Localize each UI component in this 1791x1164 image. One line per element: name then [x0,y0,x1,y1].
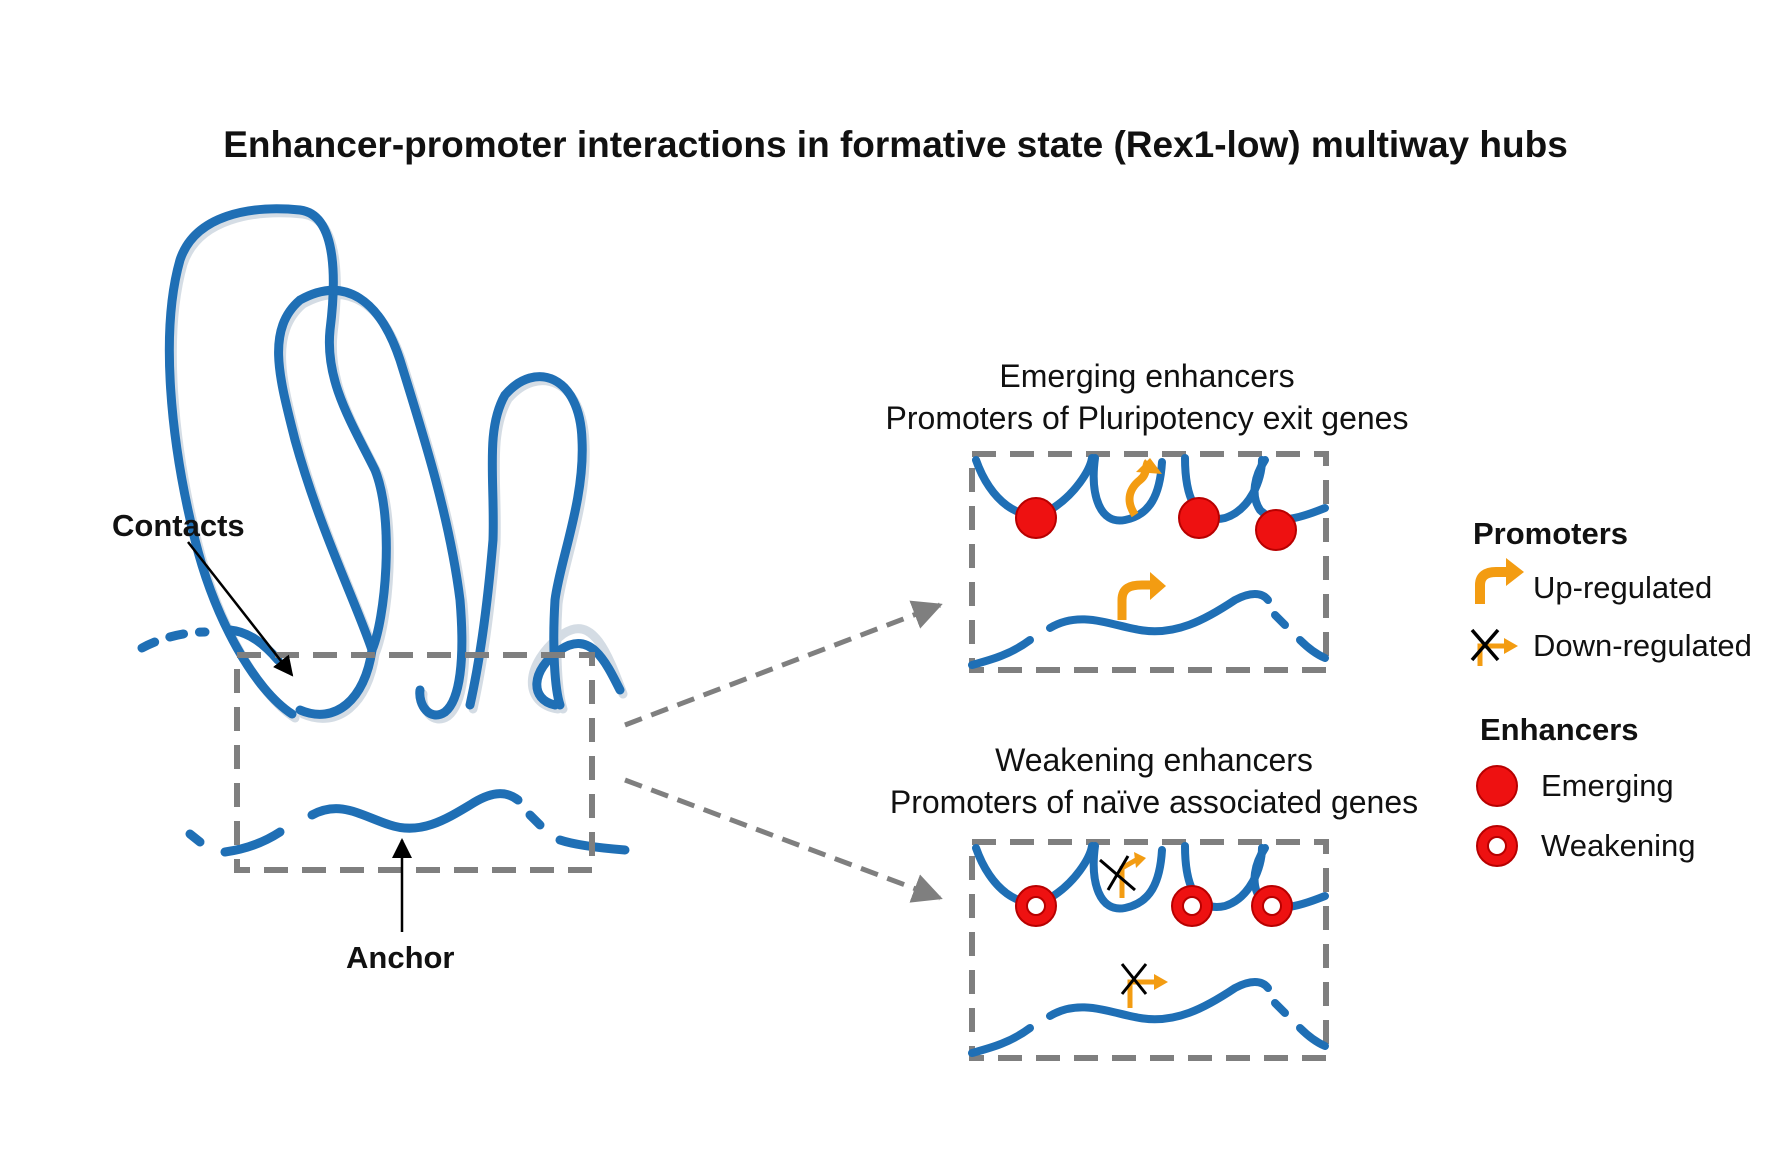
weakening-panel [968,839,1329,1061]
page-title: Enhancer-promoter interactions in format… [223,124,1568,165]
contacts-label: Contacts [112,508,245,543]
contacts-pointer [187,541,294,677]
ring-red-circle-icon [1476,825,1518,867]
filled-red-circle-icon [1476,765,1518,807]
emerging-panel-title: Emerging enhancers [999,358,1295,394]
weakening-panel-subtitle: Promoters of naïve associated genes [889,784,1419,820]
legend-emerging: Emerging [1541,768,1674,803]
anchor-label: Anchor [346,940,455,975]
promoter-up-icon [1117,580,1152,620]
legend-weakening: Weakening [1541,828,1696,863]
arrow-to-weakening-panel [624,777,943,903]
hub-selection-box [234,652,595,873]
arrow-to-emerging-panel [624,600,943,728]
emerging-panel-subtitle: Promoters of Pluripotency exit genes [885,400,1409,436]
weakening-panel-title: Weakening enhancers [995,742,1313,778]
legend-up-regulated: Up-regulated [1533,570,1713,605]
legend-enhancers-heading: Enhancers [1480,712,1639,747]
legend-promoters-heading: Promoters [1473,516,1629,551]
promoter-down-icon [1120,963,1168,1008]
up-arrow-icon [1475,558,1524,604]
enhancer-weakening-icon [1171,885,1213,927]
legend-down-regulated: Down-regulated [1533,628,1752,663]
enhancer-emerging-icon [1015,497,1057,539]
chromatin-hub [137,204,630,873]
promoter-down-icon [1099,852,1146,898]
emerging-panel [968,451,1329,673]
enhancer-weakening-icon [1015,885,1057,927]
enhancer-weakening-icon [1251,885,1293,927]
crossed-arrow-icon [1470,628,1518,666]
enhancer-emerging-icon [1255,509,1297,551]
enhancer-emerging-icon [1178,497,1220,539]
